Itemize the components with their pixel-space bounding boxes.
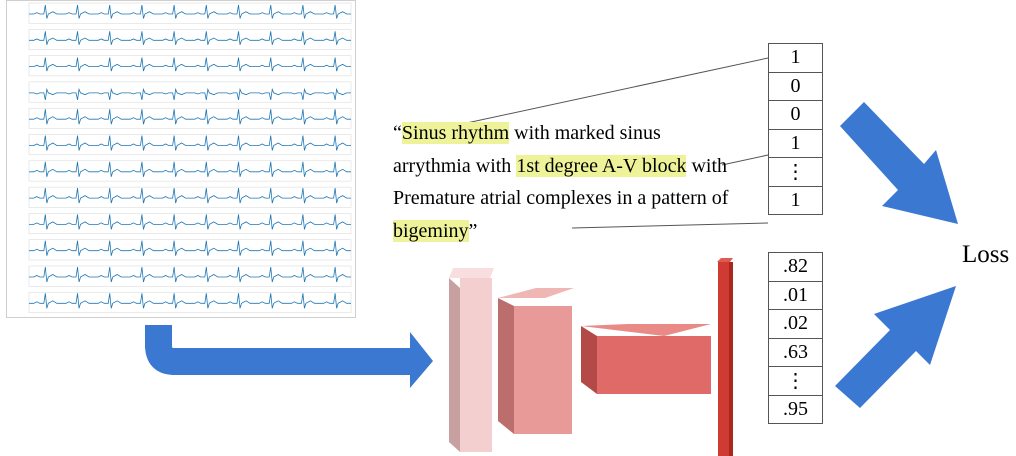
label-cell: 1	[768, 128, 823, 158]
label-cell: 0	[768, 71, 823, 101]
arrow-labels-to-loss	[840, 102, 958, 224]
ecg-lead-frame	[28, 29, 352, 50]
report-phrase-bigeminy: bigeminy	[393, 219, 469, 242]
label-cell: 0	[768, 100, 823, 130]
prediction-cell: ⋮	[768, 366, 823, 396]
ecg-lead-trace	[29, 57, 351, 72]
ecg-lead-frame	[28, 107, 352, 129]
network-layer-3	[581, 324, 711, 394]
ecg-lead-frame	[28, 239, 352, 261]
arrow-predictions-to-loss	[835, 286, 956, 408]
prediction-cell: .63	[768, 337, 823, 367]
ecg-lead-trace	[29, 109, 351, 125]
connector-av-block	[721, 154, 769, 166]
report-phrase-av-block: 1st degree A-V block	[516, 154, 687, 177]
connector-sinus-rhythm	[461, 57, 769, 125]
ecg-traces	[28, 2, 352, 313]
prediction-cell: .95	[768, 394, 823, 424]
report-phrase-sinus-rhythm: Sinus rhythm	[401, 122, 510, 144]
prediction-cell: .01	[768, 280, 823, 310]
ecg-lead-frame	[28, 160, 352, 182]
ecg-lead-frame	[28, 55, 352, 77]
label-cell: 1	[768, 43, 823, 73]
ecg-lead-frame	[28, 134, 352, 156]
network-layer-1	[449, 268, 494, 452]
label-cell: ⋮	[768, 157, 823, 187]
ecg-lead-frame	[28, 186, 352, 208]
label-vector: 1 0 0 1 ⋮ 1	[768, 43, 823, 215]
ecg-lead-frame	[28, 2, 352, 24]
ecg-lead-trace	[29, 240, 351, 256]
ecg-lead-trace	[29, 188, 351, 204]
ecg-lead-frame	[28, 81, 352, 103]
ecg-lead-trace	[29, 161, 351, 177]
report-close-quote: ”	[468, 219, 478, 242]
ecg-lead-frame	[28, 292, 352, 313]
network-layer-output	[717, 258, 733, 456]
ecg-lead-trace	[29, 293, 351, 309]
report-text-segment: with Premature atrial complexes in a pat…	[393, 154, 729, 210]
connector-bigeminy	[571, 222, 769, 229]
network-layer-2	[498, 288, 574, 434]
ecg-report-text: “Sinus rhythm with marked sinus arrythmi…	[393, 117, 738, 247]
input-arrow	[145, 325, 433, 388]
ecg-lead-trace	[29, 266, 351, 283]
report-open-quote: “	[393, 122, 402, 144]
label-cell: 1	[768, 185, 823, 215]
ecg-lead-trace	[29, 31, 351, 45]
ecg-lead-trace	[29, 87, 351, 100]
ecg-lead-trace	[29, 4, 351, 19]
loss-label: Loss	[962, 241, 1010, 268]
prediction-vector: .82 .01 .02 .63 ⋮ .95	[768, 252, 823, 424]
prediction-cell: .02	[768, 309, 823, 339]
ecg-lead-frame	[28, 213, 352, 234]
ecg-12-lead-plot	[6, 0, 356, 318]
ecg-lead-trace	[29, 214, 351, 230]
ecg-lead-trace	[29, 135, 351, 151]
report-text-segment: with marked sinus arrythmia with	[393, 122, 661, 177]
ecg-lead-frame	[28, 265, 352, 287]
prediction-cell: .82	[768, 252, 823, 282]
